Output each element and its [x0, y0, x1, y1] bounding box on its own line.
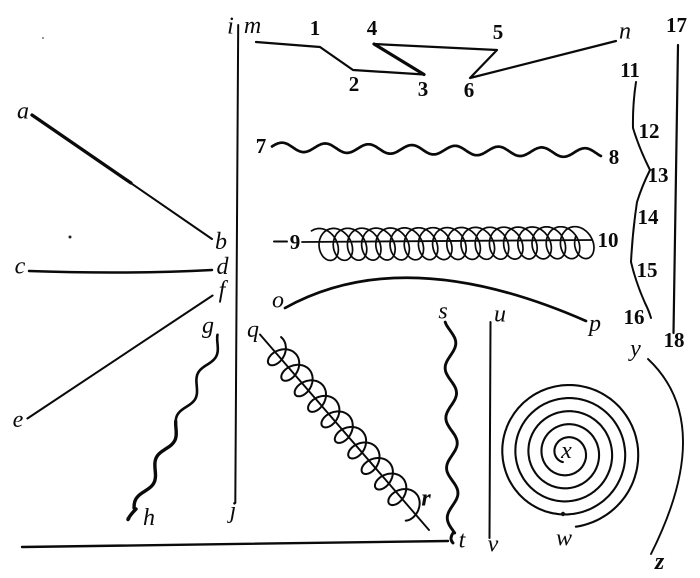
svg-text:a: a: [17, 99, 29, 125]
svg-text:17: 17: [666, 13, 687, 37]
svg-text:v: v: [488, 532, 499, 558]
svg-text:12: 12: [639, 119, 660, 143]
svg-text:e: e: [13, 407, 24, 433]
svg-text:g: g: [202, 313, 214, 339]
svg-text:14: 14: [638, 205, 660, 229]
svg-text:13: 13: [648, 163, 669, 187]
svg-text:f: f: [219, 278, 229, 304]
svg-text:15: 15: [637, 258, 658, 282]
svg-text:8: 8: [609, 145, 620, 169]
svg-text:t: t: [459, 528, 467, 554]
svg-text:z: z: [654, 549, 665, 575]
svg-text:q: q: [247, 317, 259, 343]
svg-text:1: 1: [310, 16, 321, 40]
svg-text:c: c: [15, 254, 26, 280]
svg-text:x: x: [560, 438, 572, 464]
svg-text:4: 4: [367, 16, 378, 40]
svg-text:10: 10: [598, 228, 619, 252]
svg-text:i: i: [227, 14, 234, 40]
svg-text:s: s: [438, 299, 447, 325]
svg-text:3: 3: [418, 77, 429, 101]
svg-text:9: 9: [290, 230, 301, 254]
svg-text:11: 11: [620, 58, 640, 82]
svg-text:p: p: [587, 311, 601, 337]
svg-text:m: m: [244, 13, 261, 39]
svg-text:h: h: [143, 505, 155, 531]
svg-text:b: b: [215, 229, 227, 255]
svg-text:o: o: [272, 288, 284, 314]
svg-text:2: 2: [349, 72, 360, 96]
svg-text:6: 6: [464, 78, 475, 102]
svg-text:d: d: [217, 254, 230, 280]
svg-text:w: w: [556, 526, 572, 552]
svg-text:7: 7: [256, 134, 267, 158]
svg-text:n: n: [619, 19, 631, 45]
svg-text:y: y: [628, 336, 641, 362]
svg-text:18: 18: [664, 328, 685, 352]
svg-text:5: 5: [493, 20, 504, 44]
svg-text:16: 16: [624, 305, 645, 329]
svg-text:r: r: [421, 486, 431, 512]
svg-text:u: u: [494, 302, 506, 328]
svg-text:j: j: [227, 498, 237, 524]
